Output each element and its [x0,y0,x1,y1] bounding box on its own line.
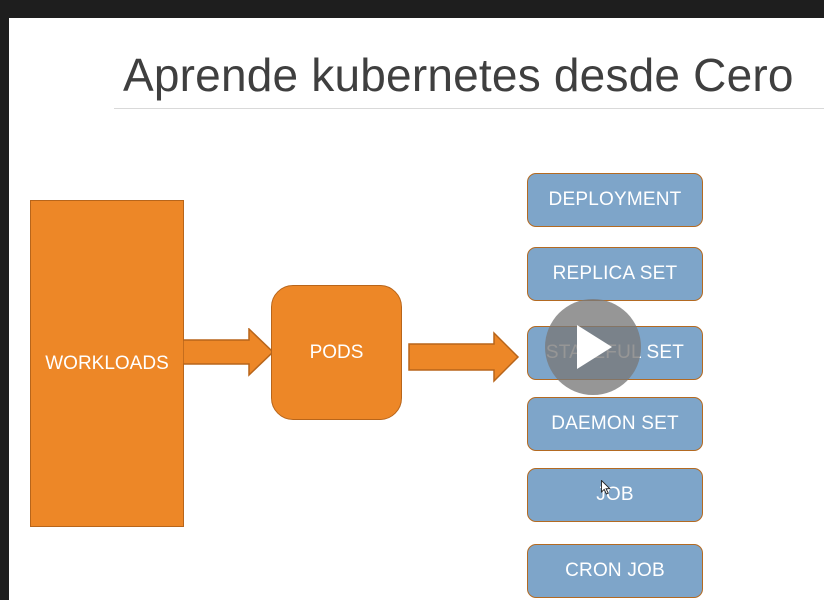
arrow-workloads-to-pods-icon [183,328,275,377]
resource-cron-job: CRON JOB [527,544,703,598]
resource-label: CRON JOB [565,560,665,581]
resource-daemon-set: DAEMON SET [527,397,703,451]
arrow-pods-to-resources-icon [408,331,520,383]
workloads-label: WORKLOADS [45,352,169,374]
title-divider [114,108,824,109]
video-play-button[interactable] [545,299,641,395]
slide-title: Aprende kubernetes desde Cero [123,49,794,101]
resource-job: JOB [527,468,703,522]
window-top-bar [0,0,824,18]
pods-label: PODS [309,341,364,363]
window-left-edge [0,18,9,600]
resource-label: DEPLOYMENT [548,189,682,210]
presentation-slide: Aprende kubernetes desde Cero WORKLOADS … [9,18,824,600]
resource-label: REPLICA SET [552,263,678,284]
mouse-cursor-icon [601,480,611,495]
workloads-box: WORKLOADS [30,200,184,527]
resource-deployment: DEPLOYMENT [527,173,703,227]
play-icon [577,325,612,369]
pods-box: PODS [271,285,402,420]
resource-label: DAEMON SET [551,413,679,434]
resource-replica-set: REPLICA SET [527,247,703,301]
